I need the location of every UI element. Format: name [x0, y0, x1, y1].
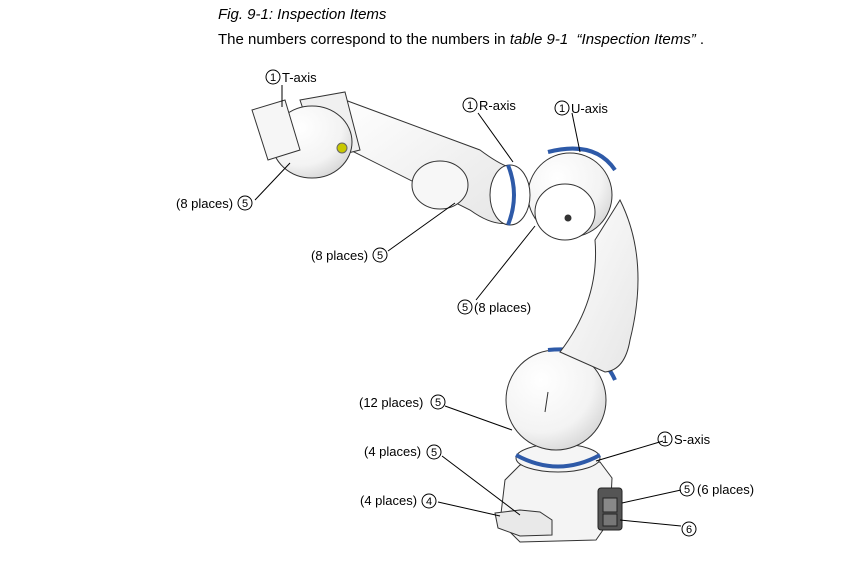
lower-joint-mark — [544, 391, 549, 413]
base4b-places-number-circle — [421, 493, 437, 509]
connector-item-number: 6 — [686, 524, 692, 536]
t-axis-text: T-axis — [282, 70, 317, 85]
leader-base4-places — [441, 455, 521, 516]
t-axis-number-circle — [265, 69, 281, 85]
r-axis-number-circle — [462, 97, 478, 113]
u-axis-label: 1 U-axis — [554, 100, 608, 116]
u-axis-number: 1 — [559, 103, 565, 115]
leader-u-axis — [571, 112, 581, 153]
connector-places-number-circle — [679, 481, 695, 497]
base4b-places-label: (4 places) 4 — [360, 493, 437, 509]
elbow-places-text: (8 places) — [311, 248, 368, 263]
s-axis-band — [515, 453, 601, 469]
base4-places-number: 5 — [431, 447, 437, 459]
base4-places-text: (4 places) — [364, 444, 421, 459]
lower-places-label: (12 places) 5 — [359, 394, 446, 410]
r-axis-band — [506, 164, 516, 226]
s-axis-text: S-axis — [674, 432, 711, 447]
figure-title: Fig. 9-1: Inspection Items — [218, 6, 387, 23]
lower-places-number-circle — [430, 394, 446, 410]
table-reference: table 9-1 — [509, 31, 569, 48]
connector-places-number: 5 — [684, 484, 690, 496]
elbow-screw — [564, 214, 572, 222]
leader-r-axis — [477, 112, 514, 163]
s-axis-number-circle — [657, 431, 673, 447]
upper-places-text: (8 places) — [474, 300, 531, 315]
leader-connector-item — [619, 519, 682, 527]
wrist-indicator — [336, 142, 348, 154]
connector-item-number-circle — [681, 521, 697, 537]
base4-places-label: (4 places) 5 — [364, 444, 442, 460]
description-prefix: The numbers correspond to the numbers in — [218, 31, 510, 48]
wrist-places-text: (8 places) — [176, 196, 233, 211]
elbow-joint-ring — [547, 146, 617, 172]
base-connector-port — [602, 497, 618, 513]
elbow-places-label: (8 places) 5 — [311, 247, 388, 263]
t-axis-flange — [251, 99, 301, 161]
t-axis-label: 1 T-axis — [265, 69, 317, 85]
t-axis-number: 1 — [270, 72, 276, 84]
base4b-places-text: (4 places) — [360, 493, 417, 508]
elbow-places-number: 5 — [377, 250, 383, 262]
upper-places-number: 5 — [462, 302, 468, 314]
upper-places-number-circle — [457, 299, 473, 315]
figure-description: The numbers correspond to the numbers in… — [218, 31, 704, 48]
leader-connector-places — [621, 489, 682, 504]
elbow-joint-cap — [534, 183, 596, 241]
leader-lines — [254, 85, 682, 527]
upper-places-label: 5 (8 places) — [457, 299, 531, 315]
leader-elbow-places — [387, 202, 456, 252]
leader-upper-places — [475, 225, 536, 301]
base4-places-number-circle — [426, 444, 442, 460]
wrist-places-label: (8 places) 5 — [176, 195, 253, 211]
r-axis-text: R-axis — [479, 98, 516, 113]
s-axis-label: 1 S-axis — [657, 431, 711, 447]
upper-arm — [559, 198, 639, 373]
robot-arm — [251, 91, 639, 543]
connector-item-label: 6 — [681, 521, 697, 537]
s-axis-number: 1 — [662, 434, 668, 446]
connector-places-text: (6 places) — [697, 482, 754, 497]
forearm-cover — [411, 160, 469, 210]
wrist-places-number: 5 — [242, 198, 248, 210]
wrist-places-number-circle — [237, 195, 253, 211]
r-axis-label: 1 R-axis — [462, 97, 516, 113]
u-axis-text: U-axis — [571, 101, 608, 116]
lower-places-number: 5 — [435, 397, 441, 409]
r-axis-number: 1 — [467, 100, 473, 112]
leader-wrist-places — [254, 162, 291, 201]
base-plate — [494, 509, 553, 537]
base4b-places-number: 4 — [426, 496, 432, 508]
description-suffix: . — [695, 31, 705, 48]
leader-s-axis — [595, 440, 664, 462]
table-title-reference: “Inspection Items” — [576, 31, 696, 48]
leader-lower-places — [444, 405, 513, 431]
elbow-places-number-circle — [372, 247, 388, 263]
base-connector-port-2 — [602, 513, 618, 527]
u-axis-number-circle — [554, 100, 570, 116]
lower-places-text: (12 places) — [359, 395, 423, 410]
leader-base4b-places — [437, 501, 501, 517]
connector-places-label: 5 (6 places) — [679, 481, 754, 497]
